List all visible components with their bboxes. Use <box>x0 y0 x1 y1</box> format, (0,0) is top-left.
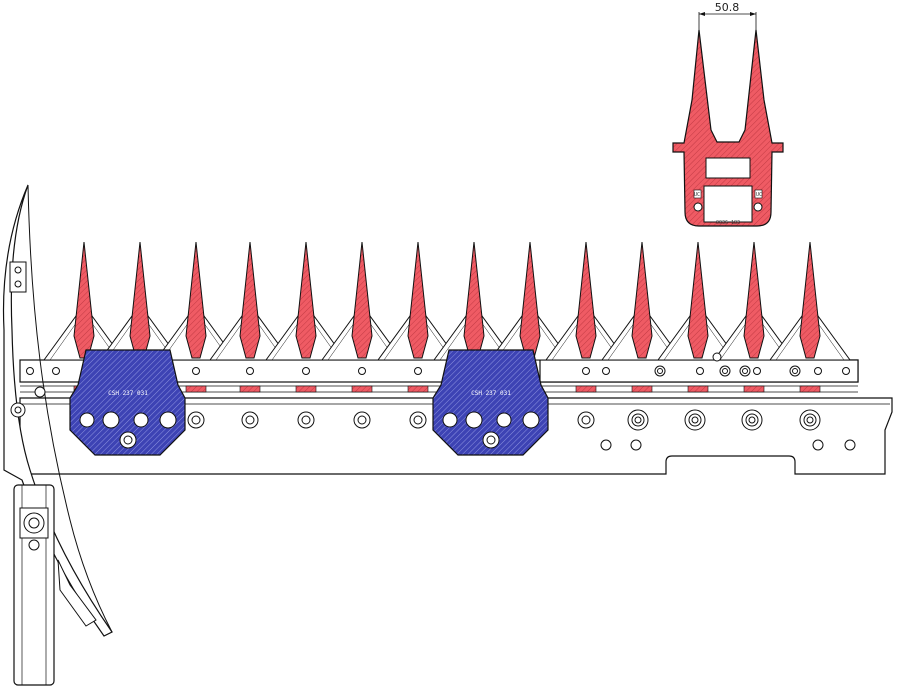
knife-nut-inner <box>722 368 728 374</box>
bar-bolt-inner <box>245 415 255 425</box>
guard-part-label: 0036 183 <box>716 220 740 226</box>
guard-finger <box>463 241 485 359</box>
guard-slot <box>295 385 317 393</box>
guard-bolt-core <box>691 416 699 424</box>
guard-finger <box>185 241 207 359</box>
knife-nut-inner <box>657 368 663 374</box>
clip-label-1: CSH 237 031 <box>108 390 148 397</box>
guard-slot <box>185 385 207 393</box>
guard-slot <box>239 385 261 393</box>
dimension-label: 50.8 <box>715 1 740 14</box>
guard-finger <box>743 241 765 359</box>
guard-tick-left: UC <box>694 192 700 198</box>
guard-bolt-inner <box>745 413 759 427</box>
knife-nut-inner <box>742 368 748 374</box>
guard-slot <box>407 385 429 393</box>
guard-bolt-core <box>634 416 642 424</box>
guard-finger <box>687 241 709 359</box>
guard-slot <box>351 385 373 393</box>
guard-finger <box>407 241 429 359</box>
hold-down-clip-1: CSH 237 031 <box>69 349 186 456</box>
guard-bolt <box>741 409 763 431</box>
guard-finger <box>631 241 653 359</box>
knife-hole <box>753 367 761 375</box>
guard-finger <box>129 241 151 359</box>
guard-finger <box>575 241 597 359</box>
bar-bolt <box>241 411 259 429</box>
bar-bolt-inner <box>581 415 591 425</box>
knife-hole <box>602 367 610 375</box>
bar-bolt-inner <box>191 415 201 425</box>
knife-hole <box>814 367 822 375</box>
knife-nut <box>789 365 801 377</box>
knife-hole <box>414 367 422 375</box>
knife-nut <box>719 365 731 377</box>
guard-finger <box>351 241 373 359</box>
knife-hole <box>696 367 704 375</box>
knife-hole <box>26 367 34 375</box>
left-end-divider <box>2 184 113 686</box>
bar-bolt-inner <box>301 415 311 425</box>
clip-label-2: CSH 237 031 <box>471 390 511 397</box>
guard-bolt <box>684 409 706 431</box>
bar-bolt <box>187 411 205 429</box>
bar-bolt <box>353 411 371 429</box>
knife-nut <box>654 365 666 377</box>
guard-finger <box>519 241 541 359</box>
bar-bolt <box>409 411 427 429</box>
knife-hole <box>52 367 60 375</box>
guard-finger <box>799 241 821 359</box>
guard-finger <box>295 241 317 359</box>
guard-slot <box>631 385 653 393</box>
bar-bolt-inner <box>413 415 423 425</box>
guard-bolt-core <box>806 416 814 424</box>
bar-bolt <box>297 411 315 429</box>
guard-slot <box>575 385 597 393</box>
guard-fingers <box>73 241 821 359</box>
knife-hole <box>192 367 200 375</box>
bar-bolt-inner <box>357 415 367 425</box>
guard-bolt-core <box>748 416 756 424</box>
knife-hole <box>302 367 310 375</box>
guard-slot <box>799 385 821 393</box>
guard-bolt-inner <box>631 413 645 427</box>
guard-slot <box>743 385 765 393</box>
hold-down-clip-2: CSH 237 031 <box>432 349 549 456</box>
knife-nut-inner <box>792 368 798 374</box>
knife-hole <box>246 367 254 375</box>
guard-detail: 0036 183 UC UC 50.8 <box>672 1 784 227</box>
guard-bolt <box>627 409 649 431</box>
guard-bolt <box>799 409 821 431</box>
knife-nut <box>739 365 751 377</box>
knife-head-holes <box>600 352 856 451</box>
knife-hole <box>582 367 590 375</box>
guard-tick-right: UC <box>756 192 762 198</box>
knife-hole <box>842 367 850 375</box>
guard-finger <box>73 241 95 359</box>
bar-bolt <box>577 411 595 429</box>
knife-hole <box>358 367 366 375</box>
guard-finger <box>239 241 261 359</box>
guard-slot <box>687 385 709 393</box>
guard-bolt-inner <box>803 413 817 427</box>
bar-bolts <box>26 365 850 431</box>
guard-bolt-inner <box>688 413 702 427</box>
